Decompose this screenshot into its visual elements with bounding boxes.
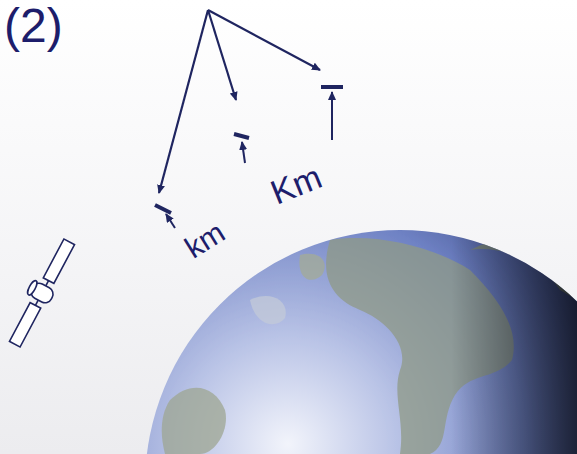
unit-label: km <box>180 217 230 264</box>
earth-globe <box>145 230 577 454</box>
satellite-icon <box>2 235 79 349</box>
altitude-markers <box>155 87 343 228</box>
unit-label: Km <box>266 159 326 210</box>
figure-number: (2) <box>4 2 63 50</box>
